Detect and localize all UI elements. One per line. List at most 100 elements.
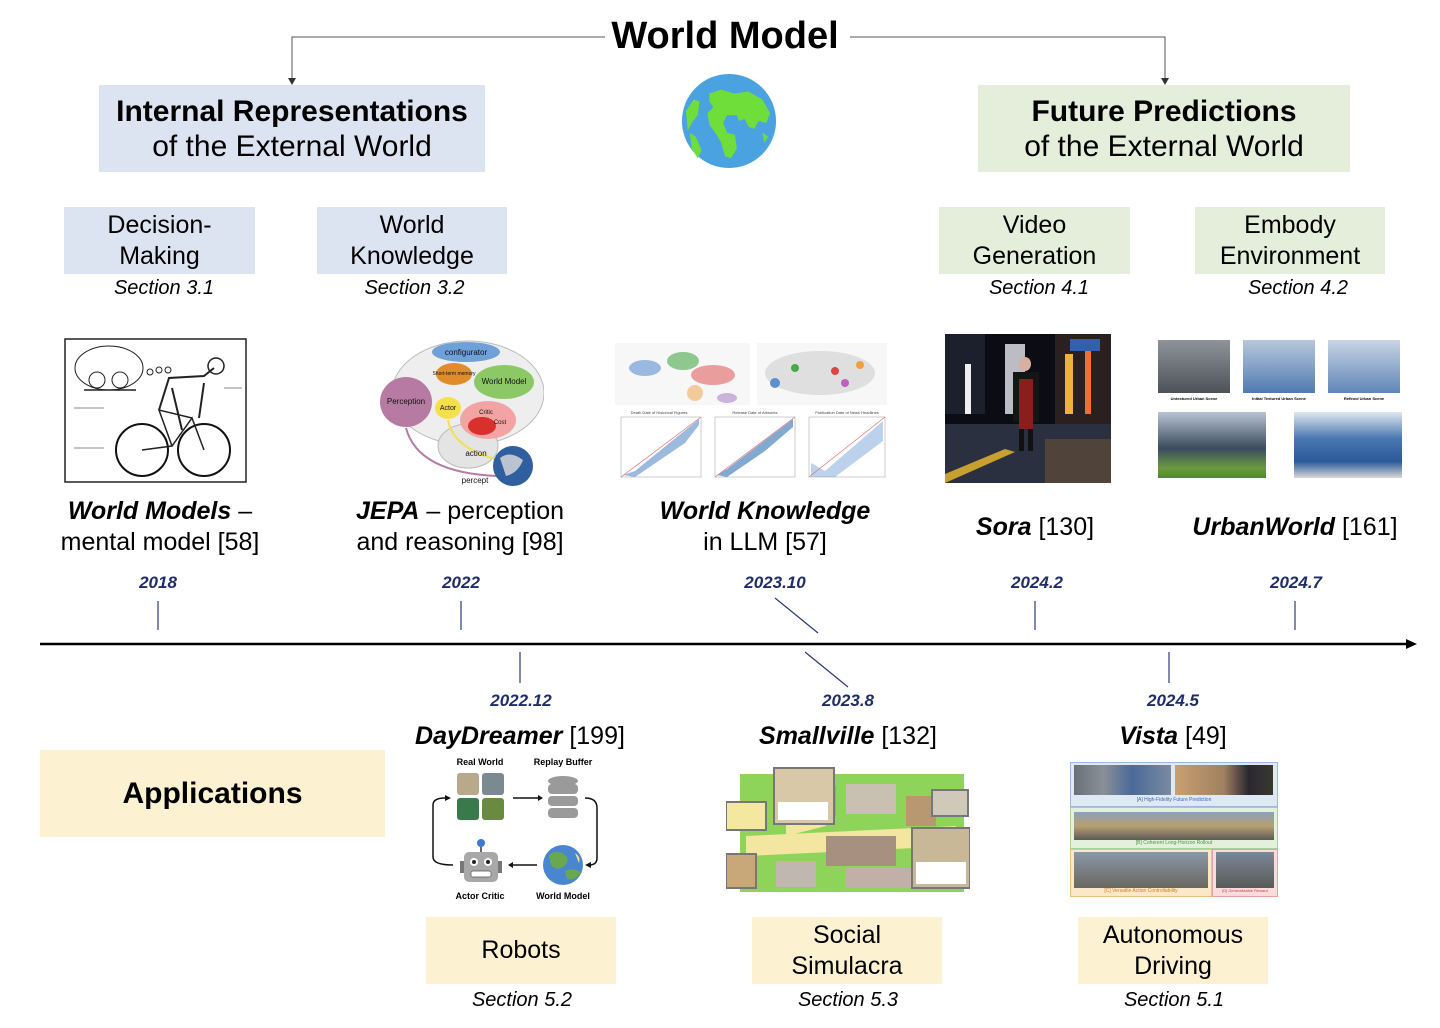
subcategory-embody-environment: Embody Environment bbox=[1195, 207, 1385, 274]
vista-label-d: [D] Generalizable Reward bbox=[1222, 888, 1268, 893]
section-3-1: Section 3.1 bbox=[113, 277, 215, 299]
jepa-cost-label: Cost bbox=[494, 420, 507, 426]
category-internal-representations: Internal Representations of the External… bbox=[99, 85, 485, 172]
vista-label-c: [C] Versatile Action Controllability bbox=[1104, 888, 1178, 894]
vista-action-frames bbox=[1074, 852, 1208, 888]
caption-world-models: World Models – mental model [58] bbox=[40, 496, 280, 558]
category-future-title: Future Predictions bbox=[1031, 94, 1297, 128]
date-2023-8: 2023.8 bbox=[822, 691, 874, 710]
jepa-brain-diagram: configurator Short-term memory World Mod… bbox=[380, 340, 544, 486]
subcategory-label-line2: Making bbox=[119, 241, 200, 270]
application-autonomous-driving: Autonomous Driving bbox=[1078, 917, 1268, 984]
subcategory-video-generation: Video Generation bbox=[939, 207, 1130, 274]
vista-day-frames bbox=[1074, 765, 1171, 795]
real-world-photo-2 bbox=[482, 773, 504, 795]
date-2024-5: 2024.5 bbox=[1147, 691, 1199, 710]
work-name: World Models bbox=[67, 497, 232, 525]
work-suffix: [130] bbox=[1031, 513, 1095, 541]
work-suffix: – bbox=[231, 497, 253, 525]
application-robots: Robots bbox=[426, 917, 616, 984]
caption-urbanworld: UrbanWorld [161] bbox=[1175, 512, 1415, 543]
work-description: and reasoning [98] bbox=[356, 528, 564, 556]
date-2022: 2022 bbox=[442, 573, 480, 592]
dd-actor-critic-label: Actor Critic bbox=[455, 891, 504, 901]
urban-street-scene bbox=[1158, 412, 1266, 478]
vista-results-image: [A] High-Fidelity Future Prediction [B] … bbox=[1070, 762, 1278, 897]
real-world-photo-4 bbox=[482, 798, 504, 820]
subcategory-label-line1: Video bbox=[1002, 210, 1067, 239]
caption-daydreamer: DayDreamer [199] bbox=[390, 721, 650, 752]
jepa-perception-label: Perception bbox=[387, 397, 425, 406]
real-world-photo-3 bbox=[457, 798, 479, 820]
wk-scatter-3: Publication Date of News Headlines bbox=[808, 410, 886, 478]
work-name: Sora bbox=[975, 513, 1032, 541]
section-4-2: Section 4.2 bbox=[1247, 277, 1349, 299]
application-label-line1: Robots bbox=[481, 936, 561, 964]
daydreamer-loop-diagram: Real World Replay Buffer Actor Critic Wo… bbox=[432, 757, 598, 901]
category-internal-subtitle: of the External World bbox=[152, 129, 432, 163]
caption-vista: Vista [49] bbox=[1043, 721, 1303, 752]
jepa-actor-label: Actor bbox=[440, 405, 457, 412]
work-suffix: [199] bbox=[562, 722, 625, 750]
section-5-3: Section 5.3 bbox=[797, 989, 899, 1011]
wk-plot-title-2: Release Date of Artworks bbox=[732, 410, 777, 415]
subcategory-label-line1: Decision- bbox=[107, 210, 212, 239]
jepa-memory-label: Short-term memory bbox=[432, 371, 476, 377]
section-3-2: Section 3.2 bbox=[364, 277, 465, 299]
smallville-map-image bbox=[726, 767, 970, 892]
sora-city-night-image bbox=[945, 334, 1111, 483]
subcategory-label-line1: Embody bbox=[1244, 210, 1336, 239]
vista-panel-c: [C] Versatile Action Controllability bbox=[1070, 849, 1212, 897]
section-5-1: Section 5.1 bbox=[1123, 989, 1225, 1011]
date-2022-12: 2022.12 bbox=[490, 691, 552, 710]
urbanworld-scenes-image: Untextured Urban Scene Initial Textured … bbox=[1158, 340, 1403, 480]
work-description: mental model [58] bbox=[60, 528, 260, 556]
work-suffix: [49] bbox=[1178, 722, 1227, 750]
untextured-scene-thumb bbox=[1158, 340, 1230, 393]
real-world-photo-1 bbox=[457, 773, 479, 795]
vista-label-a: [A] High-Fidelity Future Prediction bbox=[1136, 797, 1212, 803]
application-label-line1: Autonomous bbox=[1102, 920, 1244, 949]
jepa-percept-label: percept bbox=[462, 476, 489, 485]
date-2018: 2018 bbox=[139, 573, 177, 592]
wk-scatter-1: Death Date of Historical Figures bbox=[620, 410, 702, 478]
jepa-critic-label: Critic bbox=[479, 410, 493, 416]
vista-panel-b: [B] Coherent Long-Horizon Rollout bbox=[1070, 807, 1278, 849]
work-description: in LLM [57] bbox=[703, 528, 827, 556]
refined-scene-thumb bbox=[1328, 340, 1400, 393]
subcategory-label-line2: Generation bbox=[972, 241, 1097, 270]
wk-plot-title-3: Publication Date of News Headlines bbox=[815, 410, 879, 415]
work-name: Smallville bbox=[759, 722, 875, 750]
initial-textured-scene-thumb bbox=[1243, 340, 1315, 393]
urban-label-refined: Refined Urban Scene bbox=[1343, 396, 1385, 401]
vista-reward-frames bbox=[1216, 852, 1274, 888]
caption-smallville: Smallville [132] bbox=[718, 721, 978, 752]
application-label-line2: Driving bbox=[1134, 951, 1212, 980]
vista-rollout-frames bbox=[1074, 812, 1274, 840]
world-knowledge-plots: Death Date of Historical Figures Release… bbox=[615, 343, 887, 478]
wk-scatter-2: Release Date of Artworks bbox=[714, 410, 796, 478]
work-name: UrbanWorld bbox=[1192, 513, 1336, 541]
caption-sora: Sora [130] bbox=[935, 512, 1135, 543]
date-2023-10: 2023.10 bbox=[744, 573, 806, 592]
work-name: Vista bbox=[1119, 722, 1179, 750]
urban-label-untextured: Untextured Urban Scene bbox=[1170, 396, 1218, 401]
tick-2023-10 bbox=[774, 597, 819, 634]
bicycle-sketch-image bbox=[64, 338, 247, 483]
application-social-simulacra: Social Simulacra bbox=[752, 917, 942, 984]
robot-icon bbox=[460, 839, 502, 882]
tick-2023-8 bbox=[804, 651, 849, 688]
work-suffix: – perception bbox=[419, 497, 564, 525]
work-name: JEPA bbox=[356, 497, 420, 525]
vista-night-frames bbox=[1175, 765, 1273, 795]
date-2024-2: 2024.2 bbox=[1011, 573, 1063, 592]
work-suffix: [161] bbox=[1335, 513, 1398, 541]
section-5-2: Section 5.2 bbox=[471, 989, 573, 1011]
subcategory-label-line2: Knowledge bbox=[350, 241, 474, 270]
work-name: World Knowledge bbox=[659, 497, 871, 525]
diagram-title: World Model bbox=[611, 15, 839, 57]
urban-label-initial: Initial Textured Urban Scene bbox=[1252, 396, 1306, 401]
category-applications: Applications bbox=[40, 750, 385, 837]
callout-park bbox=[726, 801, 767, 831]
